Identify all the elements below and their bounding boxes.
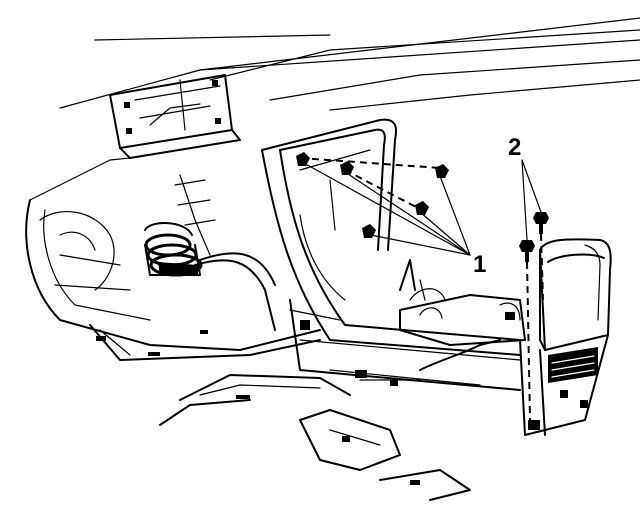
armrest-bolts bbox=[519, 212, 549, 421]
shift-cable bbox=[174, 174, 276, 331]
console-base bbox=[261, 118, 526, 391]
callout-1-leaders bbox=[301, 161, 471, 256]
callout-2-leaders bbox=[521, 159, 542, 241]
upper-bracket bbox=[109, 74, 241, 159]
console-armrest bbox=[519, 238, 612, 436]
console-fasteners bbox=[296, 152, 449, 238]
floor-panel bbox=[25, 157, 471, 501]
callout-label-2: 2 bbox=[508, 134, 521, 161]
shifter-boot bbox=[144, 222, 203, 277]
callout-label-1: 1 bbox=[473, 251, 486, 278]
rear-panel bbox=[59, 17, 640, 111]
